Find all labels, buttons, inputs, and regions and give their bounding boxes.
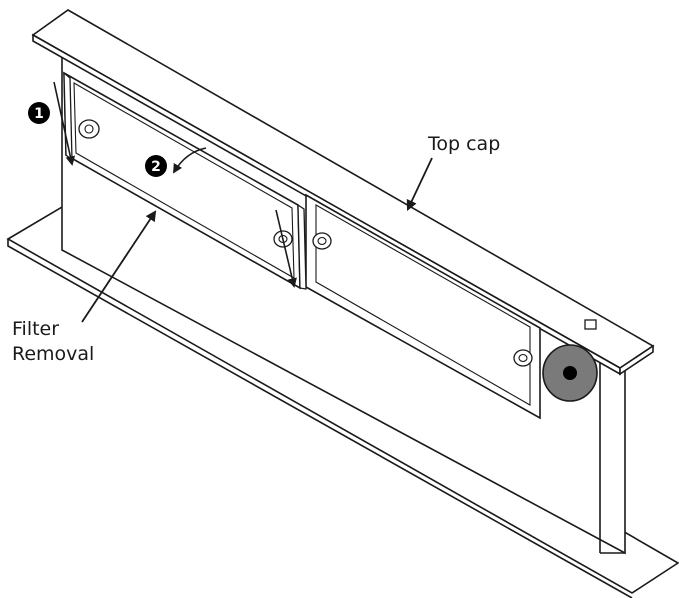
filter-removal-label-line2: Removal [12,343,94,365]
right-filter-frame [305,193,541,420]
right-filter [305,193,541,420]
countertop-edge [7,239,633,598]
step1-badge: 1 [28,102,50,124]
filter-removal-label-line1: Filter [12,318,59,340]
tilt-arrow-line [275,209,297,288]
step2-arrow [173,147,207,174]
right-filter-handle-left-inner [317,236,327,246]
step1-arrow-line [53,81,76,166]
knob-center [563,366,577,380]
leaders [81,157,433,323]
indicator-light [584,319,597,330]
step2-circle [145,155,167,177]
step1-circle [28,102,50,124]
step1-arrow [53,81,76,166]
left-filter-handle-left-inner [84,124,94,134]
step1-number: 1 [34,106,44,122]
step2-arrow-line [173,147,207,174]
left-filter-thickness-edge [297,203,307,290]
top-cap-side-edge [619,344,654,376]
filter-removal-leader [81,210,157,323]
top-cap-leader [406,157,433,211]
left-filter [63,71,307,290]
step2-number: 2 [151,159,161,175]
control-knob [542,344,598,402]
right-filter-inner [315,204,531,406]
top-cap-label: Top cap [427,133,500,155]
step2-badge: 2 [145,155,167,177]
tilt-arrow [275,209,297,288]
right-filter-handle-right-inner [518,353,528,363]
